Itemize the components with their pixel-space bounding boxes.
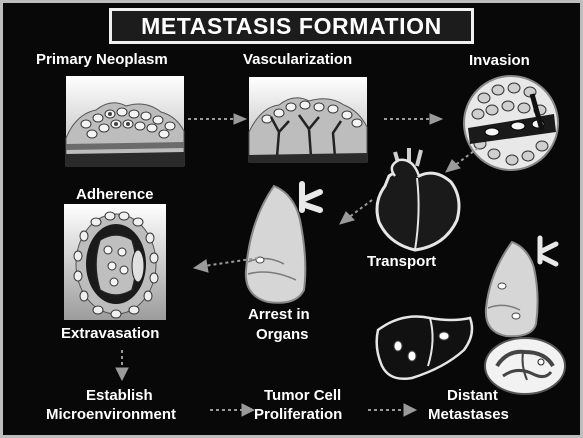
slide-title: METASTASIS FORMATION [109, 8, 474, 44]
arrow-extravasation-to-establish [114, 348, 130, 382]
label-arrest-line1: Arrest in [248, 306, 310, 324]
label-invasion: Invasion [469, 52, 530, 70]
label-adherence: Adherence [76, 186, 154, 204]
lung-illustration [240, 180, 336, 308]
arrow-primary-to-vascularization [186, 112, 248, 126]
label-proliferation-line1: Tumor Cell [264, 387, 341, 405]
label-primary-neoplasm: Primary Neoplasm [36, 51, 168, 69]
arrow-transport-to-lung [336, 196, 376, 226]
arrow-vascularization-to-invasion [382, 112, 444, 126]
label-distant-line2: Metastases [428, 406, 509, 424]
label-extravasation: Extravasation [61, 325, 159, 343]
arrow-proliferation-to-distant [366, 402, 418, 418]
label-proliferation-line2: Proliferation [254, 406, 342, 424]
label-transport: Transport [367, 253, 436, 271]
adherence-illustration [64, 204, 166, 320]
label-establish-line2: Microenvironment [46, 406, 176, 424]
vascularization-illustration [249, 77, 367, 162]
label-vascularization: Vascularization [243, 51, 352, 69]
label-arrest-line2: Organs [256, 326, 309, 344]
arrow-lung-to-adherence [192, 252, 262, 274]
primary-neoplasm-illustration [66, 76, 184, 166]
label-establish-line1: Establish [86, 387, 153, 405]
distant-lung-illustration [482, 236, 564, 340]
distant-liver-illustration [372, 306, 476, 384]
arrow-establish-to-proliferation [208, 402, 256, 418]
distant-brain-illustration [483, 336, 567, 396]
arrow-invasion-to-transport [442, 144, 482, 174]
